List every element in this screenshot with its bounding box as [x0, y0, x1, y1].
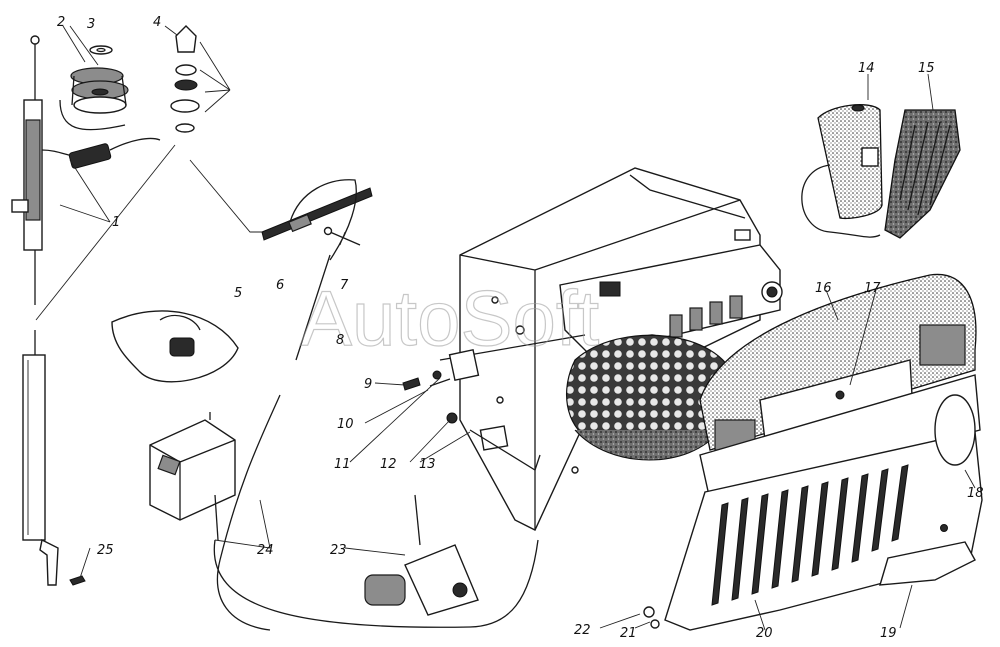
- label-20: 20: [756, 626, 773, 641]
- grille-insert-15: [884, 109, 961, 239]
- label-4: 4: [153, 15, 161, 30]
- label-19: 19: [880, 626, 897, 641]
- screw-9: [402, 377, 421, 391]
- radio-housing: [459, 167, 783, 531]
- label-23: 23: [330, 543, 347, 558]
- callout-labels: 1 2 3 4 5 6 7 8 9 10 11 12 13 14 15 16 1…: [57, 15, 984, 641]
- label-24: 24: [257, 543, 274, 558]
- front-grille-20: [664, 394, 983, 631]
- label-15: 15: [918, 61, 935, 76]
- label-18: 18: [967, 486, 984, 501]
- cable-6: [261, 179, 373, 261]
- bracket-19: [879, 524, 976, 586]
- antenna-fitting-25: [69, 575, 86, 586]
- coil-pad-5: [111, 310, 239, 383]
- label-3: 3: [87, 17, 95, 32]
- bracket-rod-12: [432, 334, 586, 382]
- label-9: 9: [364, 377, 372, 392]
- antenna-lower: [22, 330, 59, 586]
- clamp-13: [469, 425, 541, 471]
- dashboard-panel-16: [699, 273, 981, 501]
- grille-slats: [711, 464, 909, 606]
- label-22: 22: [574, 623, 591, 638]
- label-11: 11: [334, 457, 351, 472]
- cap-nut-stack-4: [170, 25, 200, 133]
- plug-23: [364, 494, 479, 616]
- leader-lines: [35, 25, 265, 579]
- label-5: 5: [234, 286, 242, 301]
- pulley-stack-2: [70, 67, 129, 114]
- washer-21: [650, 619, 660, 629]
- label-17: 17: [864, 281, 881, 296]
- label-14: 14: [858, 61, 875, 76]
- capacitor-box: [149, 412, 236, 541]
- watermark-text: AutoSoft: [300, 274, 600, 362]
- label-16: 16: [815, 281, 832, 296]
- rod-8: [295, 254, 331, 361]
- label-10: 10: [337, 417, 354, 432]
- cable-24: [213, 394, 539, 631]
- label-8: 8: [336, 333, 344, 348]
- speaker-cover-14: [801, 104, 883, 238]
- leader-lines-right: [214, 73, 976, 631]
- label-21: 21: [620, 626, 637, 641]
- label-2: 2: [57, 15, 65, 30]
- label-12: 12: [380, 457, 397, 472]
- bolt-7: [323, 226, 361, 246]
- label-1: 1: [112, 215, 120, 230]
- nut-22: [643, 606, 655, 618]
- washer-3: [89, 45, 113, 55]
- label-7: 7: [340, 278, 349, 293]
- label-13: 13: [419, 457, 436, 472]
- bolt-10-11: [429, 378, 458, 424]
- label-25: 25: [97, 543, 114, 558]
- label-6: 6: [276, 278, 284, 293]
